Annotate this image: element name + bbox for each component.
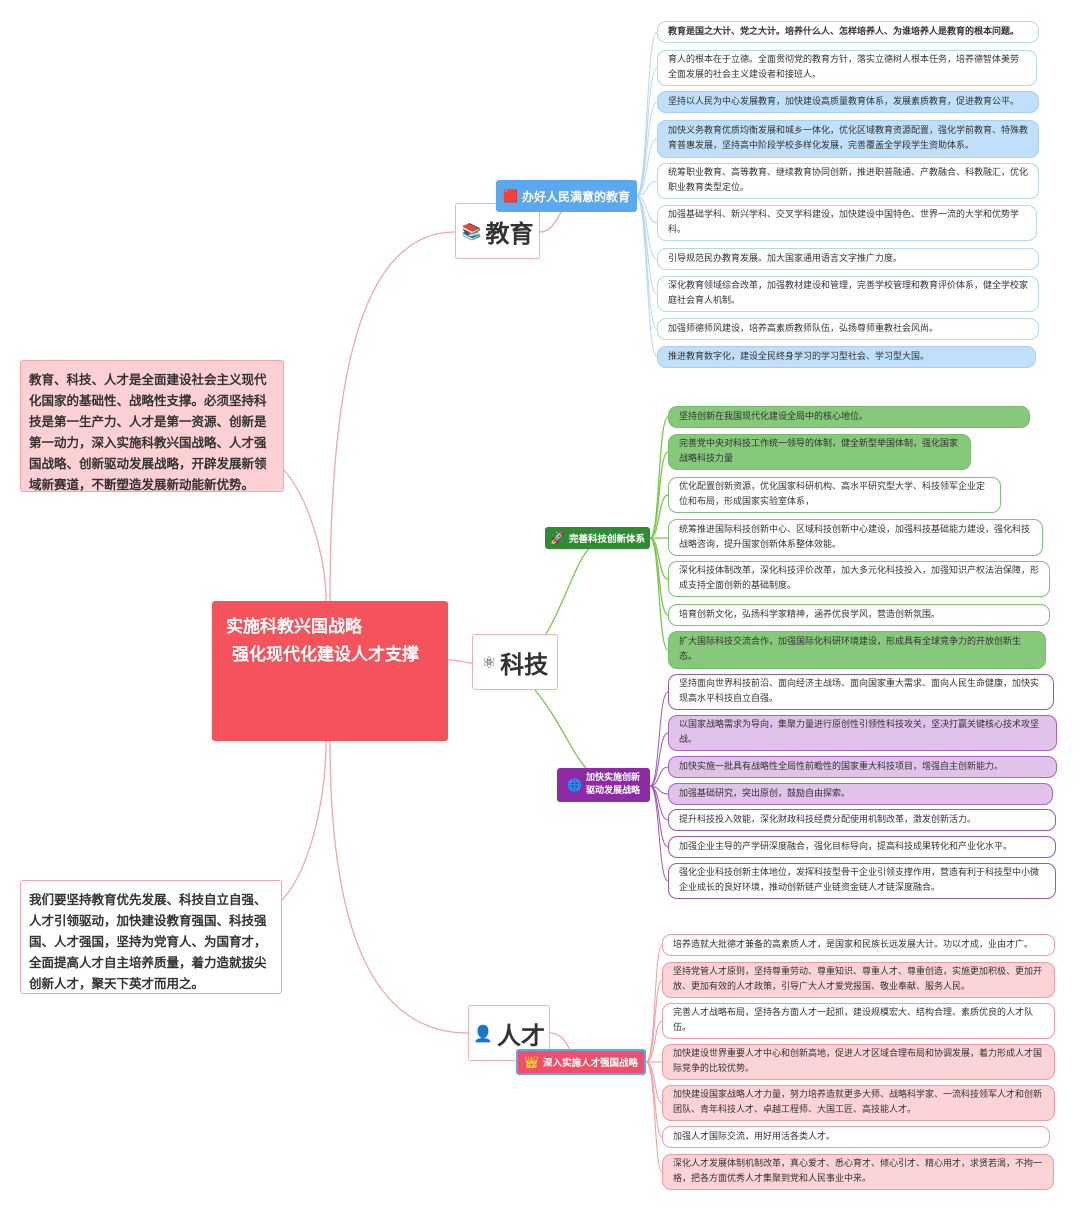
list-item: 教育是国之大计、党之大计。培养什么人、怎样培养人、为谁培养人是教育的根本问题。 xyxy=(657,21,1039,43)
list-item: 加强基础学科、新兴学科、交叉学科建设，加快建设中国特色、世界一流的大学和优势学科… xyxy=(657,205,1037,241)
list-item: 推进教育数字化，建设全民终身学习的学习型社会、学习型大国。 xyxy=(657,346,1036,368)
talent-tag[interactable]: 👑 深入实施人才强国战略 xyxy=(516,1049,646,1075)
list-item: 完善人才战略布局，坚持各方面人才一起抓，建设规模宏大、结构合理、素质优良的人才队… xyxy=(662,1003,1055,1039)
edge-root-education xyxy=(329,231,456,602)
edge-root-science xyxy=(447,659,473,664)
list-item: 深化人才发展体制机制改革，真心爱才、悉心育才、倾心引才、精心用才，求贤若渴，不拘… xyxy=(662,1154,1054,1190)
list-item: 统筹推进国际科技创新中心、区域科技创新中心建设，加强科技基础能力建设，强化科技战… xyxy=(668,519,1043,556)
crown-icon: 👑 xyxy=(524,1055,539,1069)
list-item: 坚持创新在我国现代化建设全局中的核心地位。 xyxy=(668,406,1030,428)
topic-education-label: 教育 xyxy=(485,219,534,248)
drive-tag[interactable]: 🌐 加快实施创新 驱动发展战略 xyxy=(557,768,650,802)
topic-science-label: 科技 xyxy=(500,650,549,679)
drive-tag-line2: 驱动发展战略 xyxy=(585,786,640,796)
books-icon: 📚 xyxy=(461,221,482,241)
list-item: 培育创新文化，弘扬科学家精神，涵养优良学风，营造创新氛围。 xyxy=(668,604,1050,626)
education-tag[interactable]: 🟥 办好人民满意的教育 xyxy=(496,180,637,212)
list-item: 加强师德师风建设，培养高素质教师队伍，弘扬尊师重教社会风尚。 xyxy=(657,318,1039,340)
globe-icon: 🌐 xyxy=(567,777,582,792)
topic-talent-label: 人才 xyxy=(496,1021,545,1050)
list-item: 加快建设世界重要人才中心和创新高地，促进人才区域合理布局和协调发展，着力形成人才… xyxy=(662,1044,1055,1080)
list-item: 以国家战略需求为导向，集聚力量进行原创性引领性科技攻关，坚决打赢关键核心技术攻坚… xyxy=(668,715,1057,751)
root-title-line1: 实施科教兴国战略 xyxy=(226,617,362,637)
edge-science-drive xyxy=(534,689,591,773)
talent-tag-label: 深入实施人才强国战略 xyxy=(542,1058,638,1069)
list-item: 提升科技投入效能，深化财政科技经费分配使用机制改革，激发创新活力。 xyxy=(668,809,1056,831)
cube-icon: 🟥 xyxy=(503,189,518,203)
list-item: 加强基础研究，突出原创，鼓励自由探索。 xyxy=(668,783,1053,805)
list-item: 加快义务教育优质均衡发展和城乡一体化，优化区域教育资源配置，强化学前教育、特殊教… xyxy=(657,120,1039,158)
list-item: 加快建设国家战略人才力量，努力培养造就更多大师、战略科学家、一流科技领军人才和创… xyxy=(662,1085,1055,1121)
topic-education[interactable]: 📚 教育 xyxy=(455,203,540,259)
list-item: 深化教育领域综合改革，加强教材建设和管理，完善学校管理和教育评价体系，健全学校家… xyxy=(657,276,1039,312)
list-item: 扩大国际科技交流合作，加强国际化科研环境建设，形成具有全球竞争力的开放创新生态。 xyxy=(668,631,1046,669)
list-item: 加强企业主导的产学研深度融合，强化目标导向，提高科技成果转化和产业化水平。 xyxy=(668,836,1056,858)
edge-root-note-bottom xyxy=(281,740,327,901)
list-item: 引导规范民办教育发展。加大国家通用语言文字推广力度。 xyxy=(657,248,1039,270)
drive-tag-label: 加快实施创新 驱动发展战略 xyxy=(586,772,640,798)
atom-icon: ⚛ xyxy=(481,652,497,672)
innovation-tag[interactable]: 🚀 完善科技创新体系 xyxy=(545,527,650,549)
rocket-icon: 🚀 xyxy=(550,531,565,545)
list-item: 强化企业科技创新主体地位，发挥科技型骨干企业引领支撑作用，营造有利于科技型中小微… xyxy=(668,863,1056,899)
innovation-tag-label: 完善科技创新体系 xyxy=(568,534,645,545)
edge-root-note-top xyxy=(283,469,327,602)
list-item: 坚持以人民为中心发展教育，加快建设高质量教育体系，发展素质教育，促进教育公平。 xyxy=(657,91,1039,113)
summary-note-top: 教育、科技、人才是全面建设社会主义现代化国家的基础性、战略性支撑。必须坚持科技是… xyxy=(20,360,284,492)
edge-root-talent xyxy=(329,740,469,1034)
education-tag-label: 办好人民满意的教育 xyxy=(521,189,630,204)
root-topic[interactable]: 实施科教兴国战略 强化现代化建设人才支撑 xyxy=(212,601,448,741)
root-title-line2: 强化现代化建设人才支撑 xyxy=(232,645,419,665)
summary-note-bottom: 我们要坚持教育优先发展、科技自立自强、人才引领驱动，加快建设教育强国、科技强国、… xyxy=(20,880,282,994)
list-item: 加快实施一批具有战略性全局性前瞻性的国家重大科技项目，增强自主创新能力。 xyxy=(668,756,1057,778)
list-item: 优化配置创新资源，优化国家科研机构、高水平研究型大学、科技领军企业定位和布局，形… xyxy=(668,477,1001,513)
list-item: 深化科技体制改革，深化科技评价改革，加大多元化科技投入，加强知识产权法治保障，形… xyxy=(668,561,1050,597)
list-item: 坚持党管人才原则，坚持尊重劳动、尊重知识、尊重人才、尊重创造，实施更加积极、更加… xyxy=(662,962,1055,998)
list-item: 育人的根本在于立德。全面贯彻党的教育方针，落实立德树人根本任务，培养德智体美劳全… xyxy=(657,50,1037,86)
list-item: 完善党中央对科技工作统一领导的体制，健全新型举国体制，强化国家战略科技力量 xyxy=(668,434,971,470)
list-item: 统筹职业教育、高等教育、继续教育协同创新，推进职普融通、产教融合、科教融汇，优化… xyxy=(657,163,1039,199)
list-item: 坚持面向世界科技前沿、面向经济主战场、面向国家重大需求、面向人民生命健康，加快实… xyxy=(668,674,1054,710)
drive-tag-line1: 加快实施创新 xyxy=(585,773,640,783)
person-icon: 👤 xyxy=(473,1023,493,1043)
topic-science[interactable]: ⚛ 科技 xyxy=(472,634,558,690)
list-item: 加强人才国际交流，用好用活各类人才。 xyxy=(662,1126,1050,1148)
list-item: 培养造就大批德才兼备的高素质人才，是国家和民族长远发展大计。功以才成，业由才广。 xyxy=(662,934,1055,956)
